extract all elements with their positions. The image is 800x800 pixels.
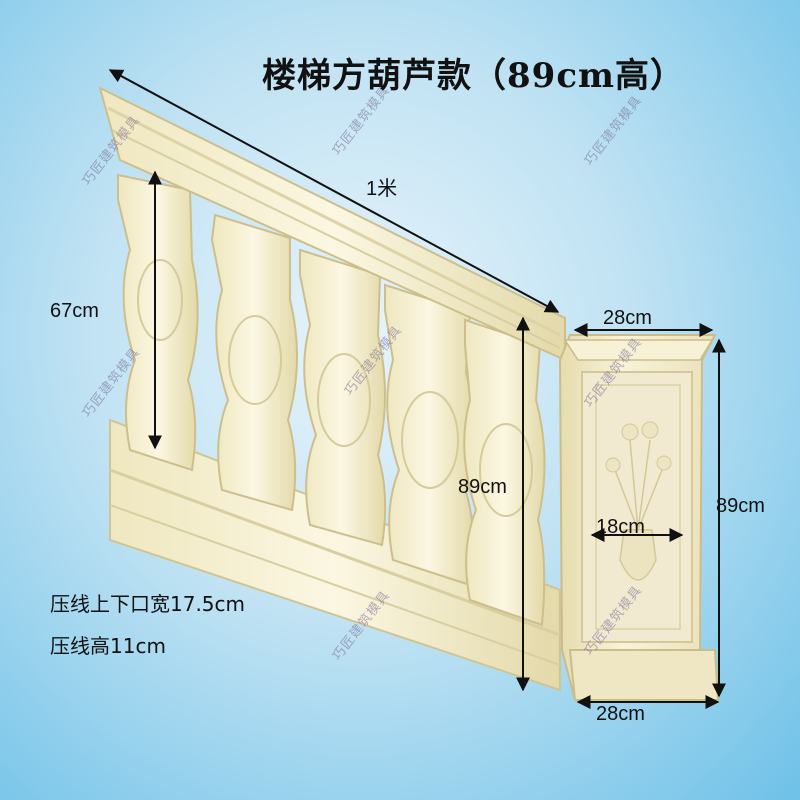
dimension-arrows [108, 69, 726, 709]
length-arrow [108, 69, 560, 313]
length-label: 1米 [366, 178, 398, 200]
newel-post [558, 334, 720, 701]
page-title: 楼梯方葫芦款（89cm高） [262, 56, 685, 96]
rail-height-note: 压线高11cm [50, 634, 166, 658]
post-height-label: 89cm [716, 495, 765, 517]
rail-width-note: 压线上下口宽17.5cm [50, 592, 246, 616]
post-top-width-label: 28cm [603, 307, 652, 329]
panel-width-label: 18cm [596, 516, 645, 538]
baluster-height-label: 67cm [50, 300, 99, 322]
post-bottom-width-label: 28cm [596, 703, 645, 725]
rail-height-label: 89cm [458, 476, 507, 498]
